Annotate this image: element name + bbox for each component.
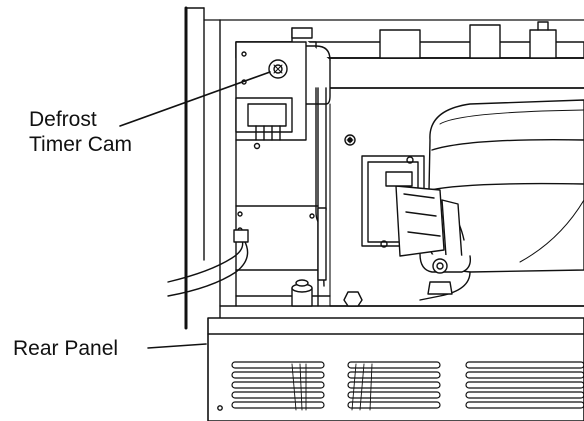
rear-panel-leader	[148, 344, 206, 348]
defrost-timer-cam-line2: Timer Cam	[29, 133, 133, 156]
panel-screw	[345, 135, 355, 145]
compartment-floor	[220, 280, 584, 306]
compressor-relay-box	[362, 156, 470, 294]
condenser-fan-hint	[292, 364, 372, 410]
louver-slots	[232, 362, 584, 408]
defrost-timer-cam-leader	[120, 72, 270, 126]
defrost-timer-assembly	[236, 42, 306, 149]
rear-panel	[208, 318, 584, 421]
cabinet-side-wall	[186, 8, 584, 328]
thermostat-tube	[316, 88, 326, 286]
compressor	[420, 100, 584, 300]
power-cord	[168, 230, 248, 296]
defrost-timer-cam-label: Defrost Timer Cam	[29, 107, 132, 157]
defrost-timer-cam-line1: Defrost	[29, 108, 97, 131]
rear-panel-label: Rear Panel	[13, 337, 119, 360]
